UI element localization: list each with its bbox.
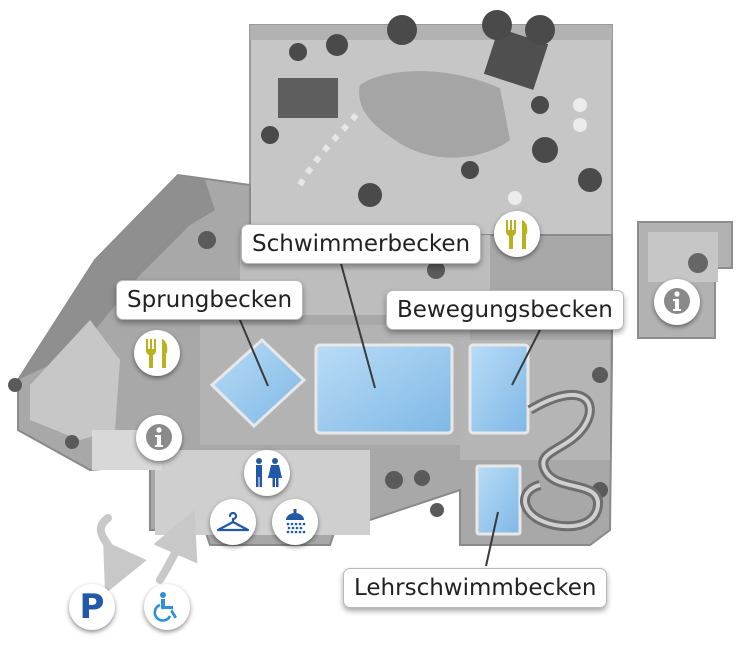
callout-schwimmerbecken: Schwimmerbecken xyxy=(241,224,482,264)
garden-pavilion xyxy=(483,28,549,90)
shower-icon[interactable] xyxy=(272,499,318,545)
bewegungsbecken-pool xyxy=(468,343,530,435)
parking-letter: P xyxy=(79,587,105,627)
toilets-icon[interactable] xyxy=(244,450,290,496)
parking-icon[interactable]: P xyxy=(69,584,115,630)
stepping-stones xyxy=(297,108,363,187)
restaurant-icon[interactable] xyxy=(494,211,540,257)
water-slide-lane xyxy=(523,392,600,529)
coat-hanger-icon[interactable] xyxy=(210,499,256,545)
parasols xyxy=(508,98,587,205)
sprungbecken-pool xyxy=(209,337,307,429)
access-arrows xyxy=(96,510,198,594)
pools xyxy=(209,337,530,536)
lehrschwimmbecken-pool xyxy=(475,464,522,536)
callout-bewegungsbecken: Bewegungsbecken xyxy=(386,290,624,330)
callout-lehrschwimmbecken: Lehrschwimmbecken xyxy=(343,568,608,608)
info-icon[interactable] xyxy=(136,415,182,461)
schwimmerbecken-pool xyxy=(314,343,454,435)
garden-hut xyxy=(278,78,338,118)
callout-sprungbecken: Sprungbecken xyxy=(116,280,304,320)
restaurant-icon[interactable] xyxy=(134,330,180,376)
west-corridor xyxy=(18,175,215,380)
outdoor-garden xyxy=(249,10,613,236)
wheelchair-icon[interactable] xyxy=(144,584,190,630)
callout-leaders xyxy=(236,259,546,567)
info-icon[interactable] xyxy=(654,279,700,325)
garden-pond xyxy=(359,71,510,158)
garden-trees xyxy=(261,10,602,207)
sun-terrace xyxy=(30,320,120,440)
